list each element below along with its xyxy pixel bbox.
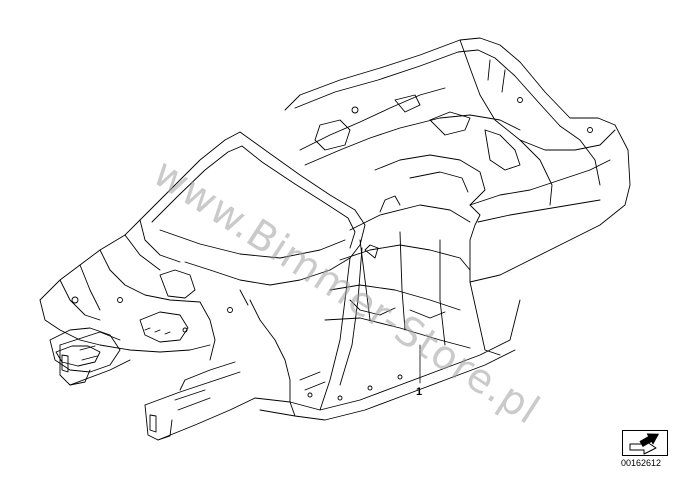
diagram-id: 00162612 [621,458,662,468]
front-structure [39,219,233,373]
windshield-frame [139,131,366,286]
b-pillar-and-sill [239,247,521,421]
rear-body-section [284,37,631,356]
part-number-label: 1 [416,386,423,398]
arrow-icon [622,430,668,456]
left-front-rail [59,331,131,386]
right-front-rail [144,361,256,441]
floor-section [324,195,471,349]
